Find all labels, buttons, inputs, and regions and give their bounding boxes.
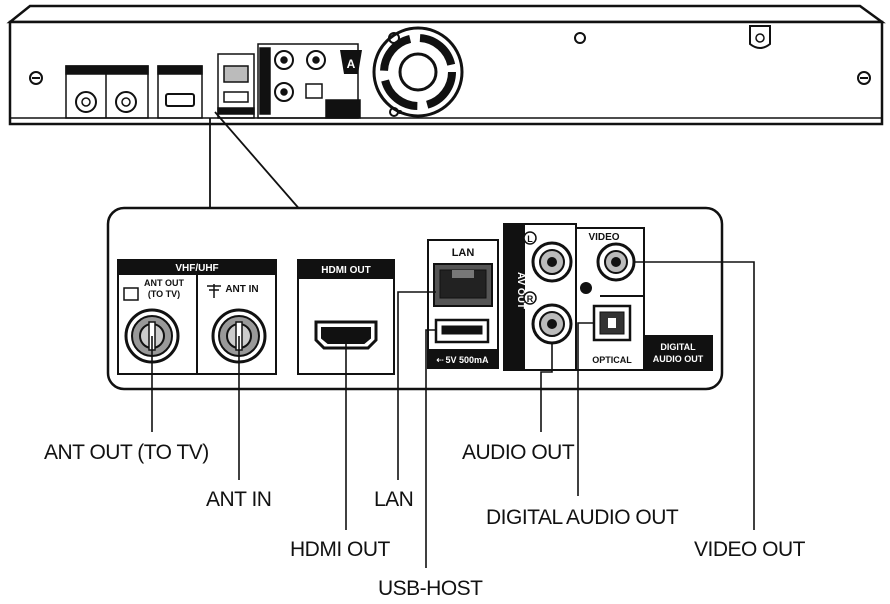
leader-lan (397, 291, 436, 480)
usb-port (434, 318, 490, 344)
fan-vent-icon (372, 26, 464, 118)
label-av-out: AV OUT (515, 272, 526, 309)
video-jack (596, 242, 636, 282)
callout-video-out: VIDEO OUT (694, 538, 806, 561)
antenna-icon (207, 284, 221, 298)
label-hdmi-out: HDMI OUT (321, 265, 370, 276)
callout-ant-in: ANT IN (206, 488, 271, 511)
callout-audio-out: AUDIO OUT (462, 441, 575, 464)
leader-usb-host (425, 329, 436, 568)
leader-video-out (634, 261, 755, 530)
callout-hdmi-out: HDMI OUT (290, 538, 390, 561)
label-digital-audio-out-line1: DIGITAL (660, 342, 696, 352)
label-usb-power: 5V 500mA (445, 355, 489, 365)
label-video: VIDEO (588, 232, 619, 243)
indicator-dot (580, 282, 592, 294)
label-vhf-uhf: VHF/UHF (175, 263, 218, 274)
logo-mark: A (340, 50, 362, 74)
mini-antenna-panel (65, 65, 149, 119)
label-lan: LAN (452, 247, 475, 259)
svg-text:A: A (347, 57, 356, 71)
label-audio-l: L (527, 234, 533, 244)
zoom-connector (209, 111, 303, 213)
label-audio-r: R (527, 294, 534, 304)
lan-port (433, 263, 493, 307)
audio-left-jack (531, 241, 573, 283)
label-optical: OPTICAL (592, 355, 632, 365)
mini-av-panel (257, 43, 361, 119)
label-ant-out-line1: ANT OUT (144, 278, 184, 288)
label-ant-out-line2: (TO TV) (148, 289, 180, 299)
device-rear-view: A (6, 4, 886, 126)
leader-audio-out (540, 343, 553, 432)
leader-lines (151, 261, 755, 568)
hdmi-block: HDMI OUT (297, 259, 395, 375)
audio-right-jack (531, 303, 573, 345)
hdmi-port (314, 320, 378, 350)
callout-labels: ANT OUT (TO TV) ANT IN HDMI OUT LAN USB-… (44, 441, 806, 600)
mini-hdmi-panel (157, 65, 203, 119)
label-digital-audio-out-line2: AUDIO OUT (653, 354, 704, 364)
callout-usb-host: USB-HOST (378, 577, 483, 600)
optical-port (592, 304, 632, 342)
leader-digital-audio-out (577, 322, 594, 496)
label-ant-in: ANT IN (225, 284, 258, 295)
tv-icon (123, 287, 139, 301)
lan-usb-block: LAN 5V 500mA ⇠ (427, 239, 499, 369)
hanger-icon (749, 25, 771, 49)
callout-lan: LAN (374, 488, 413, 511)
usb-symbol-icon: ⇠ (436, 355, 444, 365)
callout-ant-out: ANT OUT (TO TV) (44, 441, 209, 464)
video-optical-block: VIDEO OPTICAL DIGITAL AUDIO OUT (575, 227, 713, 371)
callout-digital-audio-out: DIGITAL AUDIO OUT (486, 506, 679, 529)
mini-lan-usb-panel (217, 53, 255, 119)
